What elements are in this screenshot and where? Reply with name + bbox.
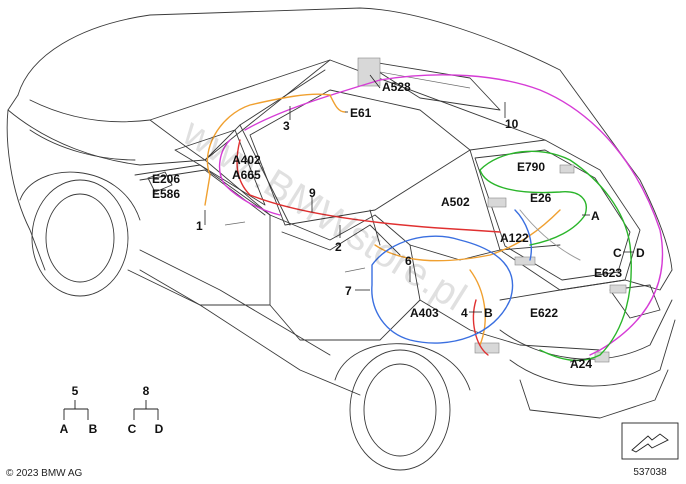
legend-5-right: B xyxy=(89,422,98,436)
label-3: 3 xyxy=(283,119,290,133)
label-2: 2 xyxy=(335,240,342,254)
copyright: © 2023 BMW AG xyxy=(6,468,83,479)
label-e586: E586 xyxy=(152,187,180,201)
label-e26: E26 xyxy=(530,191,552,205)
legend-5-left: A xyxy=(60,422,69,436)
label-a528: A528 xyxy=(382,80,411,94)
label-c: C xyxy=(613,246,622,260)
watermark: www.BMWstore.pl xyxy=(174,110,473,320)
car-outline xyxy=(6,7,676,471)
labels: E206 E586 1 A402 A665 3 E61 A528 10 9 2 … xyxy=(152,80,645,371)
a122-module xyxy=(514,256,536,266)
label-7: 7 xyxy=(345,284,352,298)
label-e790: E790 xyxy=(517,160,545,174)
label-a122: A122 xyxy=(500,231,529,245)
legend-8-left: C xyxy=(128,422,137,436)
view-direction-icon xyxy=(621,422,679,460)
label-10: 10 xyxy=(505,117,519,131)
label-e61: E61 xyxy=(350,106,372,120)
label-a402: A402 xyxy=(232,153,261,167)
label-b: B xyxy=(484,306,493,320)
legend-5: 5 A B xyxy=(60,384,98,436)
label-e206: E206 xyxy=(152,172,180,186)
components xyxy=(357,57,627,363)
label-a502: A502 xyxy=(441,195,470,209)
legend-5-number: 5 xyxy=(72,384,79,398)
label-d: D xyxy=(636,246,645,260)
label-e622: E622 xyxy=(530,306,558,320)
label-a: A xyxy=(591,209,600,223)
leaders xyxy=(204,74,634,363)
label-e623: E623 xyxy=(594,266,622,280)
label-a403: A403 xyxy=(410,306,439,320)
legend-8-number: 8 xyxy=(143,384,150,398)
label-1: 1 xyxy=(196,219,203,233)
a502-module xyxy=(487,197,507,208)
label-9: 9 xyxy=(309,186,316,200)
a528-module xyxy=(357,57,381,87)
label-a665: A665 xyxy=(232,168,261,182)
legend-8: 8 C D xyxy=(128,384,164,436)
diagram-id: 537038 xyxy=(633,467,667,478)
label-4: 4 xyxy=(461,306,468,320)
label-a24: A24 xyxy=(570,357,592,371)
e790-component xyxy=(559,164,575,174)
wires xyxy=(204,74,664,362)
legend-8-right: D xyxy=(155,422,164,436)
e622-component xyxy=(474,342,500,354)
label-6: 6 xyxy=(405,254,412,268)
e623-component xyxy=(609,284,627,294)
